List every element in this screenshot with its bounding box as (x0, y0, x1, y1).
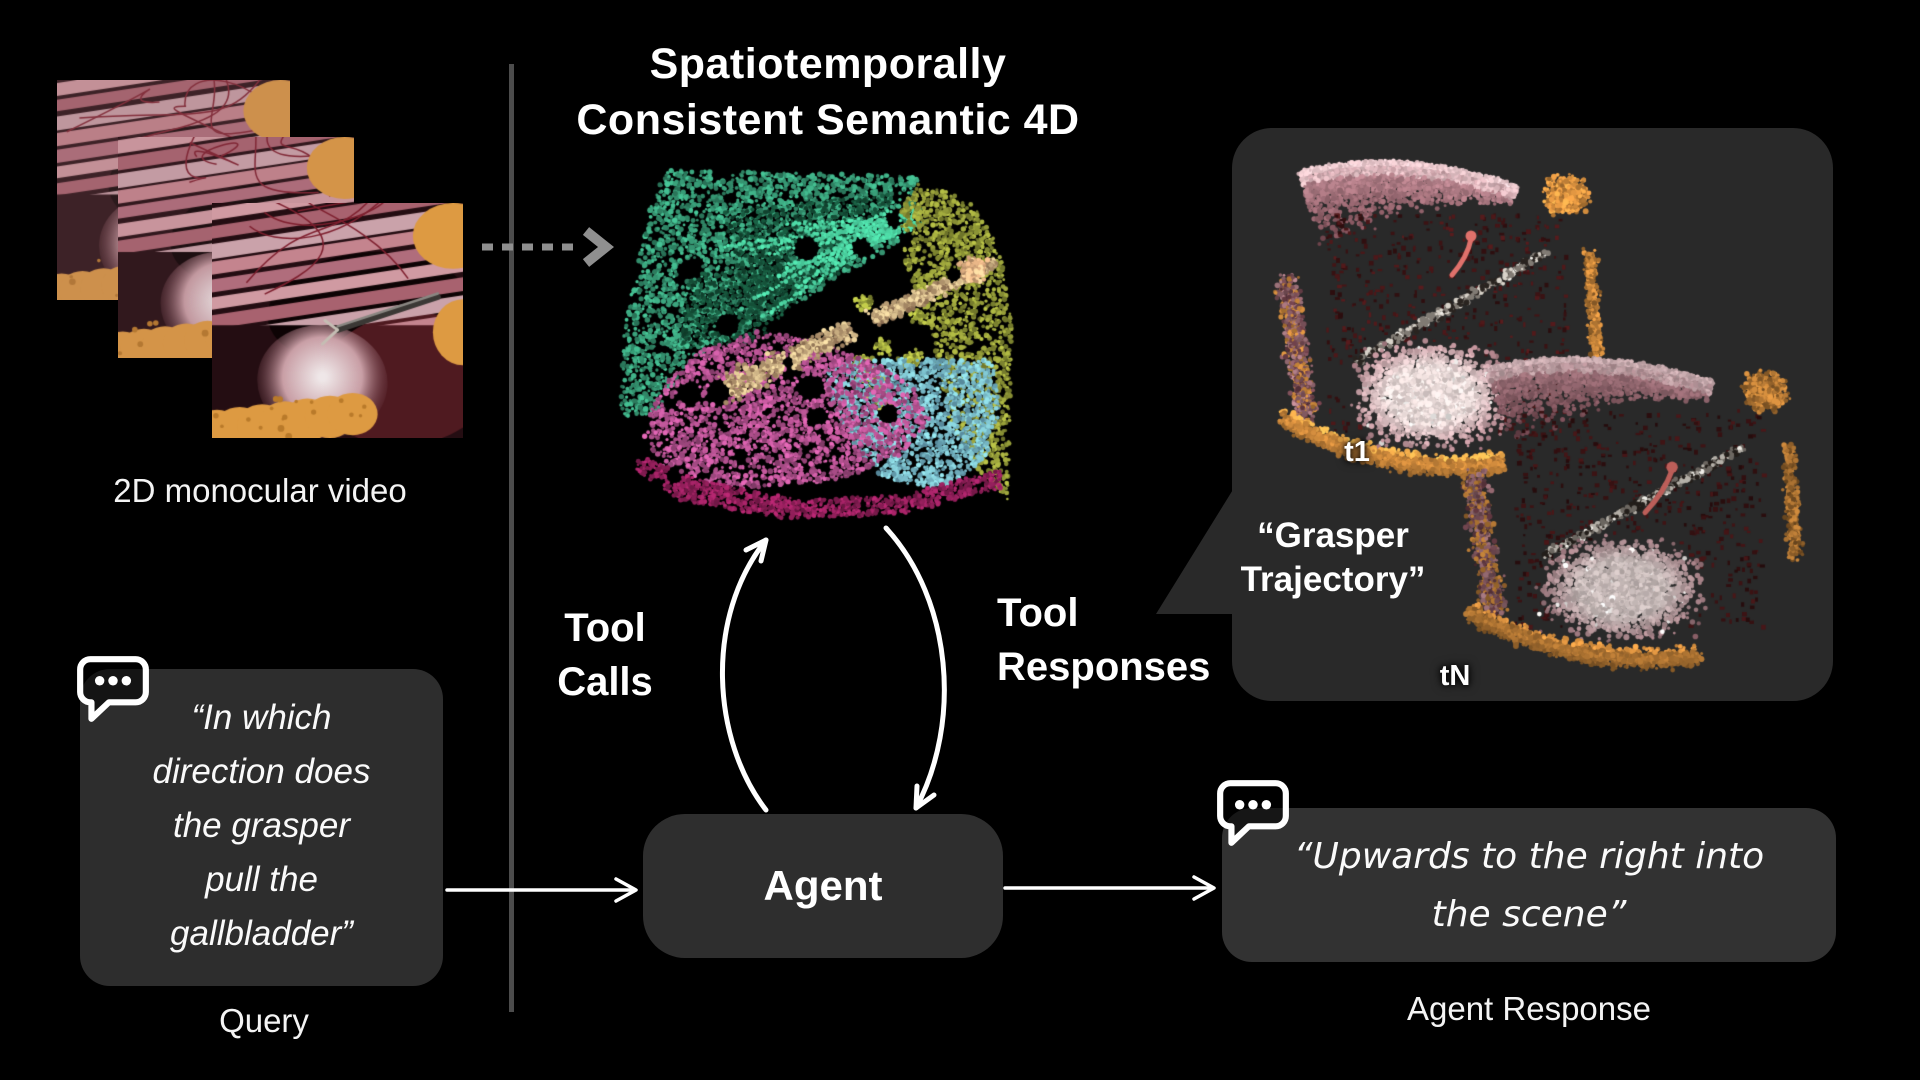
t1-label: t1 (1344, 436, 1370, 468)
video-frame-3 (212, 203, 463, 438)
query-text: “In which direction does the grasper pul… (152, 698, 371, 953)
tool-responses-arrow (883, 525, 947, 811)
figure-title: Spatiotemporally Consistent Semantic 4D (576, 40, 1080, 144)
query-to-agent-arrow (445, 877, 638, 903)
tn-pointcloud (1430, 330, 1830, 705)
tool-calls-arrow (720, 537, 769, 813)
query-caption: Query (219, 1002, 309, 1039)
tool-responses-label: Tool Responses (997, 591, 1211, 689)
response-bubble (1222, 808, 1836, 962)
agent-node: Agent (643, 814, 1003, 958)
tn-label: tN (1439, 660, 1471, 692)
tool-calls-label: Tool Calls (557, 606, 653, 704)
chat-dots-icon (77, 656, 149, 722)
response-text: “Upwards to the right into the scene” (1293, 836, 1765, 935)
agent-label: Agent (763, 862, 883, 909)
response-caption: Agent Response (1406, 990, 1651, 1027)
agent-to-response-arrow (1003, 875, 1216, 901)
panel-tail (1156, 488, 1234, 614)
semantic-4d-pointcloud (598, 152, 1038, 537)
grasper-trajectory-quote: “Grasper Trajectory” (1240, 516, 1426, 599)
section-divider (509, 64, 514, 1012)
video-stack-caption: 2D monocular video (113, 472, 407, 509)
query-bubble (80, 669, 443, 986)
dashed-video-to-4d-arrow (482, 227, 615, 267)
chat-dots-icon (1217, 780, 1289, 846)
